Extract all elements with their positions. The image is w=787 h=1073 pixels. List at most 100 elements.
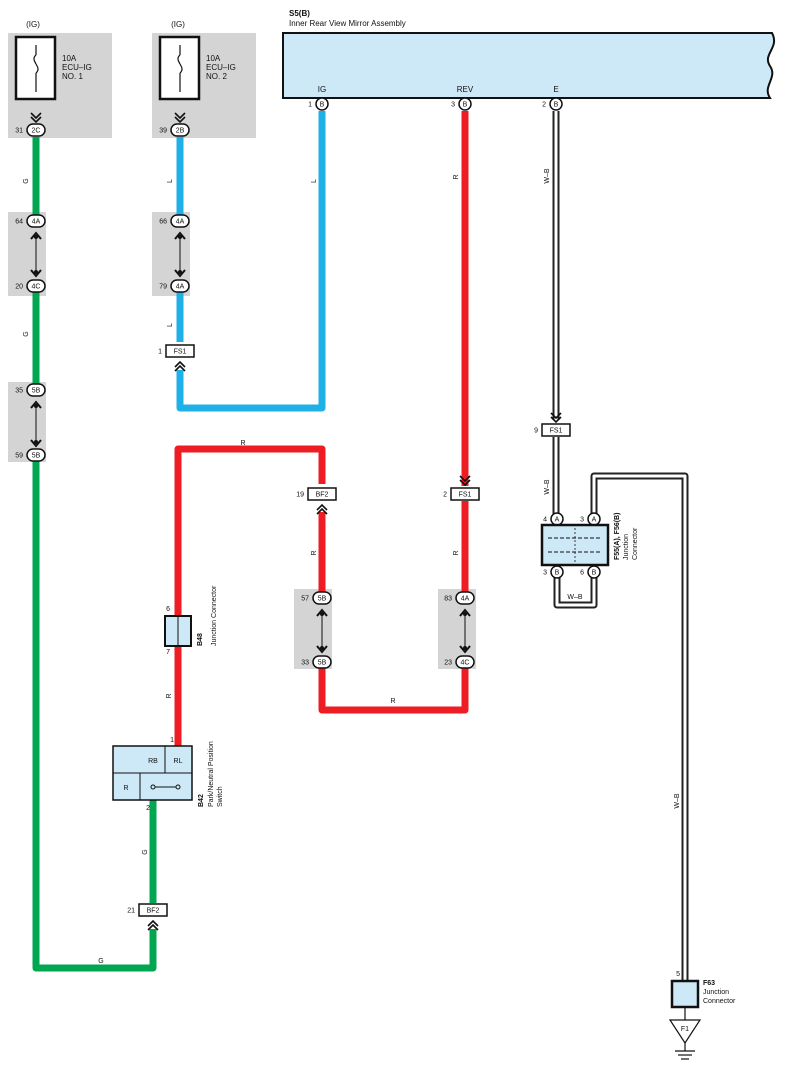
connector-39-2b-num: 39 [159, 128, 167, 135]
fuse-1-supply: (IG) [26, 20, 40, 29]
flag-fs1-rev: FS1 2 [443, 487, 480, 501]
mirror-pin-rev-circle [458, 97, 472, 111]
f63-name2: Connector [703, 998, 736, 1005]
connector-39-2b-oval [170, 123, 190, 137]
connector-39-2b-code: 2B [176, 128, 185, 135]
mirror-pin-ig-label: IG [318, 85, 326, 94]
connector-31-2c-num: 31 [15, 128, 23, 135]
flag-fs1-ig-chevron [174, 360, 186, 372]
flag-fs1-ig-num: 1 [158, 349, 162, 356]
b48-junction-connector: 6 7 B48 Junction Connector [164, 585, 218, 656]
wire-red [174, 111, 469, 746]
flag-bf2-21-code: BF2 [147, 908, 160, 915]
wire-label-g-bottom: G [98, 958, 103, 965]
flag-fs1-e-box [541, 423, 571, 437]
connector-20-4c-oval [26, 279, 46, 293]
flag-bf2-19-code: BF2 [316, 492, 329, 499]
flag-bf2-19-num: 19 [296, 492, 304, 499]
connector-20-4c-code: 4C [32, 284, 41, 291]
connector-59-5b-oval [26, 448, 46, 462]
wire-label-wb-1: W–B [544, 168, 551, 184]
f55-pin-bottom-2-conn: B [592, 570, 597, 577]
b48-code: B48 [197, 633, 204, 646]
ground-triangle-icon [668, 1019, 702, 1045]
connector-23-4c-num: 23 [444, 660, 452, 667]
wire-label-wb-3: W–B [567, 594, 583, 601]
fuse-2-rating: 10A [206, 54, 221, 63]
joint-arrow-4a-4c [30, 231, 42, 278]
connector-79-4a-oval [170, 279, 190, 293]
flag-fs1-rev-num: 2 [443, 492, 447, 499]
mirror-pin-rev: B3 [451, 97, 472, 111]
wire-label-r-rev: R [453, 174, 460, 179]
connector-35-5b-oval [26, 383, 46, 397]
f63-box [670, 979, 700, 1009]
f55-f56-junction-connector: F55(A), F56(B) Junction Connector [540, 513, 639, 567]
mirror-pin-ig: B1 [308, 97, 329, 111]
flag-fs1-e-num: 9 [534, 428, 538, 435]
connector-20-4c-num: 20 [15, 284, 23, 291]
flag-bf2-19-box [307, 487, 337, 501]
b42-pin-bottom: 2 [146, 805, 150, 812]
f55-pin-bottom-1: B3 [543, 565, 564, 579]
wire-label-r-mid: R [311, 550, 318, 555]
b42-rb: RB [148, 758, 158, 765]
connector-39-2b: 2B 39 [159, 123, 190, 137]
connector-33-5b-code: 5B [318, 660, 327, 667]
gray-panels [8, 33, 476, 669]
wire-label-r-b48: R [166, 693, 173, 698]
flag-fs1-rev-chevron [459, 475, 471, 487]
mirror-pin-rev-conn: B [463, 102, 468, 109]
fuse-2-name1: ECU–IG [206, 63, 236, 72]
wire-blue [176, 111, 326, 412]
fuse-1-rating: 10A [62, 54, 77, 63]
mirror-pin-e-circle [549, 97, 563, 111]
flag-bf2-21-box [138, 903, 168, 917]
flag-fs1-rev-code: FS1 [459, 492, 472, 499]
fuse-1-output-chevron [30, 112, 42, 124]
joint-arrow-4a-4c-right [459, 608, 471, 654]
mirror-pin-ig-circle [315, 97, 329, 111]
connector-79-4a-code: 4A [176, 284, 185, 291]
connector-23-4c-oval [455, 655, 475, 669]
flag-bf2-21-chevron [147, 919, 159, 931]
connector-57-5b-num: 57 [301, 596, 309, 603]
connector-33-5b-num: 33 [301, 660, 309, 667]
connector-33-5b: 5B 33 [301, 655, 332, 669]
fuse-2-output-chevron [174, 112, 186, 124]
wire-white-black [552, 111, 689, 981]
connector-79-4a-num: 79 [159, 284, 167, 291]
b42-r: R [123, 785, 128, 792]
f55-pin-bottom-2: B6 [580, 565, 601, 579]
f55-pin-bottom-2-num: 6 [580, 570, 584, 577]
b42-name2: Switch [217, 786, 224, 807]
f55-pin-top-1: A4 [543, 512, 564, 526]
f55-pin-top-1-num: 4 [543, 517, 547, 524]
mirror-assembly: S5(B) Inner Rear View Mirror Assembly IG… [282, 9, 775, 99]
joint-arrow-5b-left [30, 400, 42, 448]
mirror-pin-rev-label: REV [457, 85, 474, 94]
mirror-pin-e-label: E [553, 85, 558, 94]
connector-59-5b-code: 5B [32, 453, 41, 460]
wire-label-r-bottom: R [390, 698, 395, 705]
wire-label-wb-4: W–B [674, 793, 681, 809]
f55-pin-top-2-num: 3 [580, 517, 584, 524]
wire-label-g-1: G [23, 178, 30, 183]
connector-20-4c: 4C 20 [15, 279, 46, 293]
mirror-pin-ig-conn: B [320, 102, 325, 109]
flag-fs1-rev-box [450, 487, 480, 501]
f55-pin-top-1-conn: A [555, 517, 560, 524]
mirror-pin-e: B2 [542, 97, 563, 111]
wire-label-l-3: L [311, 179, 318, 183]
fuse-2-icon [177, 54, 183, 74]
connector-64-4a-code: 4A [32, 219, 41, 226]
f63-name1: Junction [703, 989, 729, 996]
mirror-name: Inner Rear View Mirror Assembly [289, 19, 406, 28]
fuse-1: (IG) 10A ECU–IG NO. 1 [14, 20, 92, 101]
wire-label-l-1: L [167, 179, 174, 183]
